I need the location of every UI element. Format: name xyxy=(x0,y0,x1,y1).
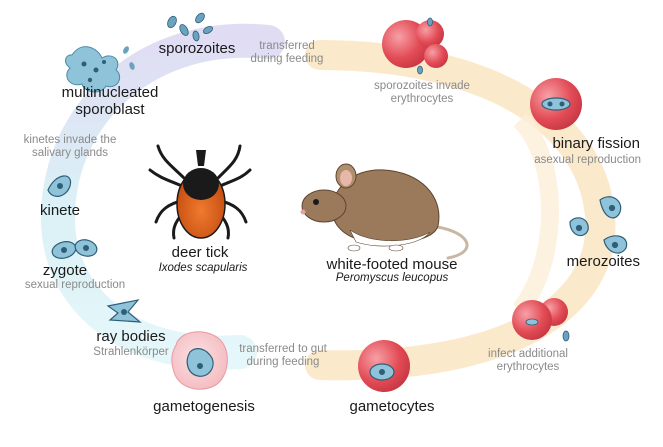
zygote-icon xyxy=(51,239,98,259)
deer-tick-icon xyxy=(148,144,252,240)
label-merozoites: merozoites xyxy=(566,253,640,270)
inner-cycle-arc xyxy=(512,113,559,316)
label-multinucleated-sporoblast: multinucleated sporoblast xyxy=(61,84,159,119)
label-ixodes-scapularis: Ixodes scapularis xyxy=(158,262,248,274)
tick-cycle-arc xyxy=(40,23,285,370)
label-binary-fission: binary fission xyxy=(552,135,640,152)
multinucleated-sporoblast-icon xyxy=(65,46,135,93)
binary-fission-erythrocyte-icon xyxy=(530,78,582,130)
label-transferred-during-feeding: transferred during feeding xyxy=(250,40,324,66)
label-strahlenkorper: Strahlenkörper xyxy=(93,346,169,358)
label-gametocytes: gametocytes xyxy=(349,398,435,415)
invaded-erythrocytes-icon xyxy=(382,17,448,75)
sporozoites-icon xyxy=(167,12,213,42)
kinete-icon xyxy=(47,175,72,197)
label-white-footed-mouse: white-footed mouse xyxy=(326,256,458,273)
label-kinete: kinete xyxy=(39,202,81,219)
label-sexual-reproduction: sexual reproduction xyxy=(24,279,126,291)
gametogenesis-cell-icon xyxy=(171,331,228,390)
label-sporozoites-invade: sporozoites invade erythrocytes xyxy=(374,80,470,106)
infected-erythrocytes-icon xyxy=(512,298,570,342)
merozoites-icon xyxy=(569,196,628,254)
white-footed-mouse-icon xyxy=(300,163,469,260)
label-transferred-to-gut: transferred to gut during feeding xyxy=(239,343,327,369)
label-peromyscus-leucopus: Peromyscus leucopus xyxy=(335,272,449,284)
label-zygote: zygote xyxy=(42,262,88,279)
label-sporozoites: sporozoites xyxy=(158,40,236,57)
label-infect-additional: infect additional erythrocytes xyxy=(488,348,568,374)
label-deer-tick: deer tick xyxy=(171,244,229,261)
gametocyte-erythrocyte-icon xyxy=(358,340,410,392)
label-kinetes-invade: kinetes invade the salivary glands xyxy=(23,134,117,160)
label-gametogenesis: gametogenesis xyxy=(153,398,255,415)
label-asexual-reproduction: asexual reproduction xyxy=(534,154,641,166)
mouse-cycle-arc xyxy=(305,40,616,381)
label-ray-bodies: ray bodies xyxy=(96,328,166,345)
ray-bodies-icon xyxy=(106,299,142,323)
